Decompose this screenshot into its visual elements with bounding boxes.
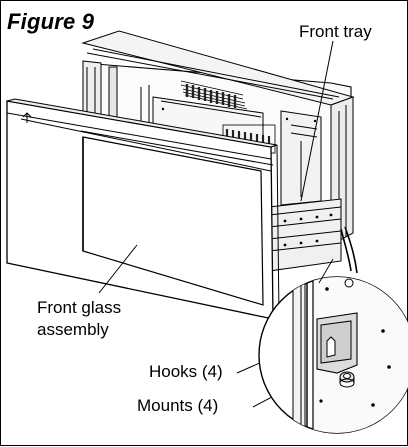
front-tray-leader xyxy=(300,40,334,202)
front-glass-leader xyxy=(98,244,138,294)
mounts-label: Mounts (4) xyxy=(137,396,219,415)
front-tray-label: Front tray xyxy=(299,22,372,41)
figure-title: Figure 9 xyxy=(7,9,95,34)
power-cord xyxy=(340,226,358,274)
front-glass-label-line2: assembly xyxy=(37,320,109,339)
detail-magnifier xyxy=(258,258,408,434)
front-glass-assembly xyxy=(6,98,280,320)
front-tray xyxy=(268,198,342,272)
hooks-label: Hooks (4) xyxy=(149,362,223,381)
front-glass-label-line1: Front glass xyxy=(37,298,122,317)
